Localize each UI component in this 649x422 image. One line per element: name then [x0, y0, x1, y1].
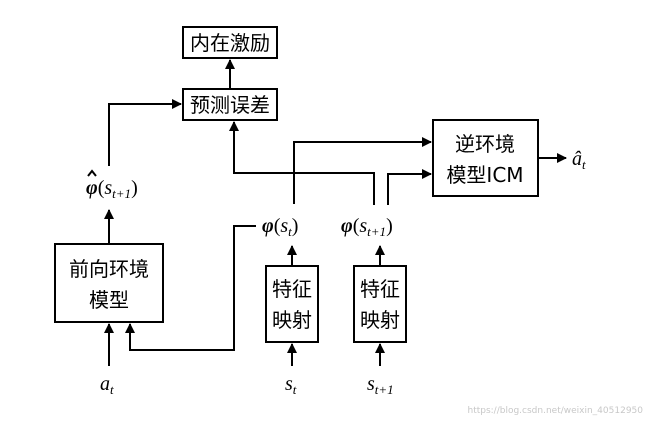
text-forward-model-line1: 前向环境 [69, 257, 149, 281]
box-inverse-model [432, 119, 539, 197]
edge-phi-st1-to-inverse [387, 169, 432, 205]
edge-phi-st1-to-error [229, 121, 375, 205]
edge-phi-st-to-inverse [293, 137, 432, 204]
text-inverse-model-line1: 逆环境 [455, 132, 515, 156]
box-feature-map-2 [353, 265, 407, 343]
label-at: at [100, 373, 114, 397]
text-intrinsic-reward: 内在激励 [190, 31, 270, 55]
edge-hatphi-to-error [108, 99, 182, 166]
label-phi-st: φ(st) [262, 215, 298, 239]
text-inverse-model-line2: 模型ICM [446, 163, 523, 187]
label-phi-st1: φ(st+1) [341, 215, 393, 239]
text-prediction-error: 预测误差 [190, 93, 270, 117]
label-hat-at: ât [572, 148, 586, 172]
text-forward-model-line2: 模型 [89, 288, 129, 312]
text-feature-map-2-line2: 映射 [360, 308, 400, 332]
label-hat-phi-st1: φ(st+1) [86, 177, 138, 201]
box-forward-model [54, 243, 164, 323]
label-st: st [285, 373, 297, 397]
edge-phi-st-to-forward [125, 225, 256, 351]
text-feature-map-2-line1: 特征 [360, 277, 400, 301]
watermark-text: https://blog.csdn.net/weixin_40512950 [467, 406, 643, 416]
box-intrinsic-reward [182, 26, 278, 59]
box-prediction-error [182, 88, 278, 121]
label-st1: st+1 [367, 373, 394, 397]
text-feature-map-1-line1: 特征 [272, 277, 312, 301]
box-feature-map-1 [265, 265, 319, 343]
text-feature-map-1-line2: 映射 [272, 308, 312, 332]
hat-accent-phi [87, 169, 97, 177]
